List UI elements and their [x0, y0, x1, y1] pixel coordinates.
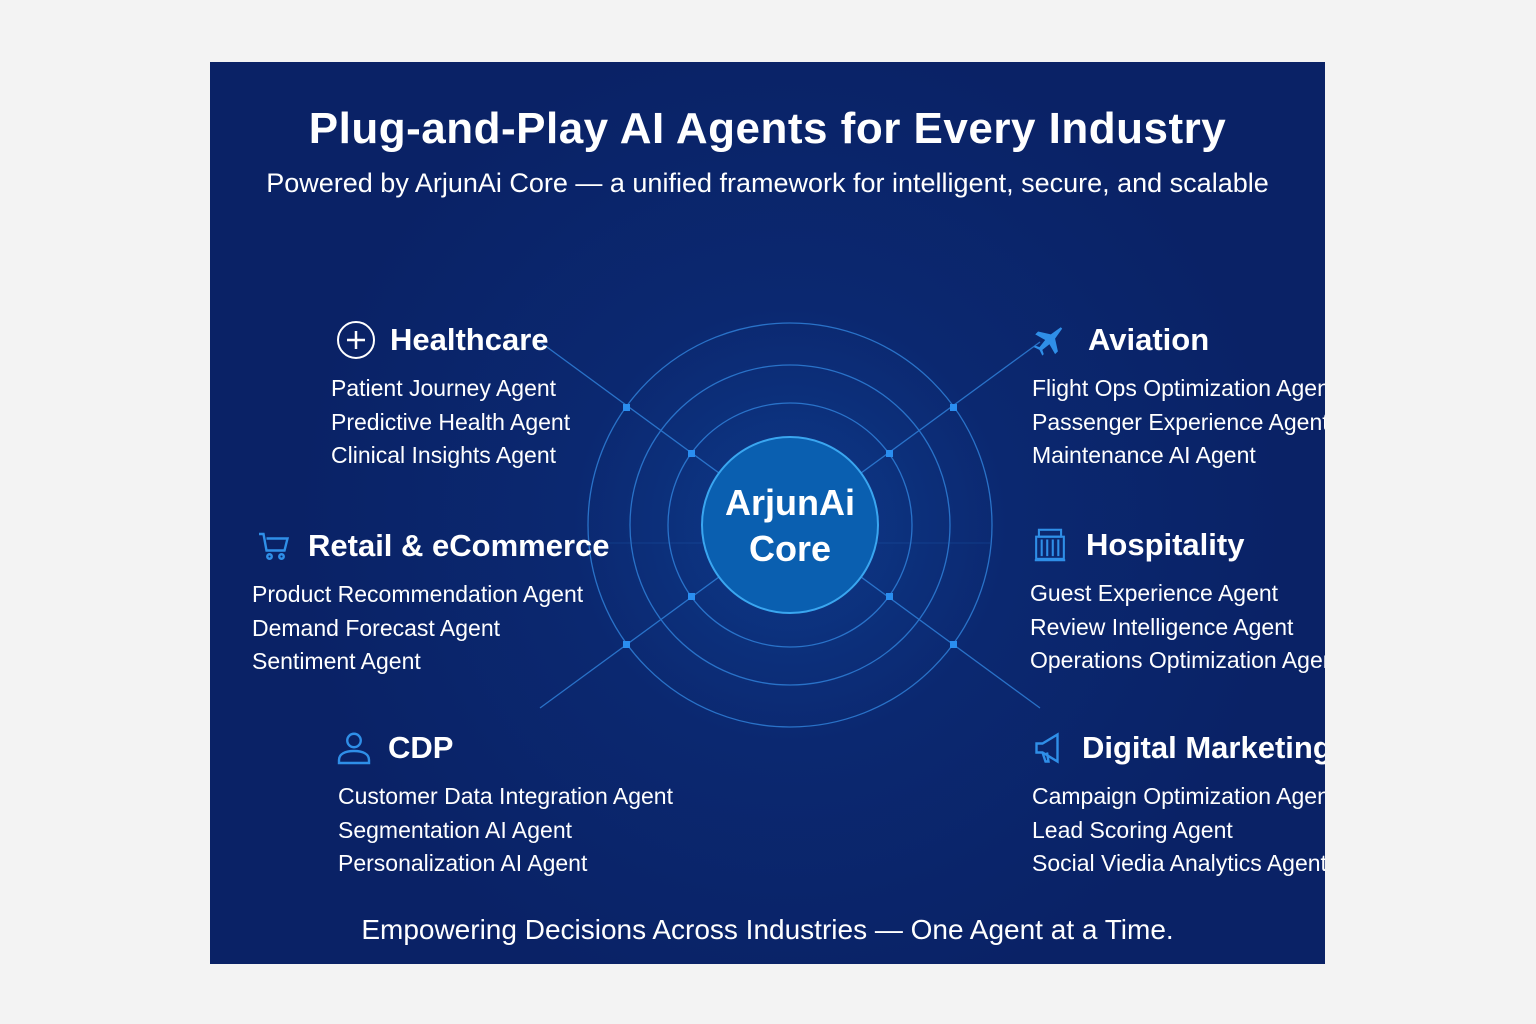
- footer-tagline: Empowering Decisions Across Industries —…: [361, 914, 1174, 945]
- agent-item: Flight Ops Optimization Agent: [1032, 375, 1325, 401]
- core-label: ArjunAi Core: [690, 480, 890, 572]
- node-dot: [950, 641, 957, 648]
- agent-item: Lead Scoring Agent: [1032, 816, 1233, 843]
- agent-item: Customer Data Integration Agent: [338, 783, 673, 809]
- ring: [667, 402, 913, 648]
- agent-item: Review Intelligence Agent: [1030, 613, 1294, 640]
- page-title: Plug-and-Play AI Agents for Every Indust…: [308, 104, 1227, 153]
- section-title: Hospitality: [1086, 527, 1245, 562]
- ring: [629, 364, 951, 686]
- agent-item: Guest Experience Agent: [1030, 580, 1279, 606]
- agent-item: Operations Optimization Agent: [1030, 647, 1325, 673]
- node-dot: [688, 593, 695, 600]
- agent-item: Personalization AI Agent: [338, 850, 588, 876]
- section-marketing: Digital Marketing Campaign Optimization …: [1030, 728, 1325, 881]
- core-label-line2: Core: [748, 528, 832, 569]
- node-dot: [886, 450, 893, 457]
- core-circle: [701, 436, 879, 614]
- infographic-panel: Plug-and-Play AI Agents for Every Indust…: [210, 62, 1325, 964]
- node-dot: [623, 641, 630, 648]
- core-diagram: [539, 322, 1041, 728]
- shopping-cart-icon: [254, 526, 294, 566]
- section-title: Digital Marketing: [1082, 730, 1325, 765]
- section-title: Aviation: [1088, 322, 1210, 357]
- agent-item: Patient Journey Agent: [331, 375, 557, 401]
- section-title: Retail & eCommerce: [308, 528, 610, 563]
- section-title: Healthcare: [390, 322, 549, 357]
- agent-item: Predictive Health Agent: [331, 408, 571, 435]
- node-dot: [950, 404, 957, 411]
- plus-circle-icon: [336, 320, 376, 360]
- node-dot: [623, 404, 630, 411]
- agent-item: Campaign Optimization Agent: [1032, 783, 1325, 809]
- page-subtitle: Powered by ArjunAi Core — a unified fram…: [266, 168, 1269, 198]
- airplane-icon: [1028, 320, 1068, 360]
- agent-item: Product Recommendation Agent: [252, 581, 584, 607]
- agent-item: Clinical Insights Agent: [331, 442, 557, 468]
- building-icon: [1030, 525, 1070, 565]
- node-dot: [886, 593, 893, 600]
- megaphone-icon: [1030, 728, 1070, 768]
- agent-item: Maintenance AI Agent: [1032, 442, 1256, 468]
- agent-item: Social Viedia Analytics Agent: [1032, 850, 1325, 876]
- section-title: CDP: [388, 730, 454, 765]
- agent-item: Demand Forecast Agent: [252, 614, 501, 641]
- node-dot: [688, 450, 695, 457]
- agent-item: Sentiment Agent: [252, 648, 421, 674]
- agent-item: Segmentation AI Agent: [338, 816, 573, 843]
- section-retail: Retail & eCommerce Product Recommendatio…: [252, 526, 610, 679]
- agent-item: Passenger Experience Agent: [1032, 408, 1325, 435]
- core-label-line1: ArjunAi: [725, 482, 855, 523]
- user-icon: [334, 728, 374, 768]
- ring: [587, 322, 993, 728]
